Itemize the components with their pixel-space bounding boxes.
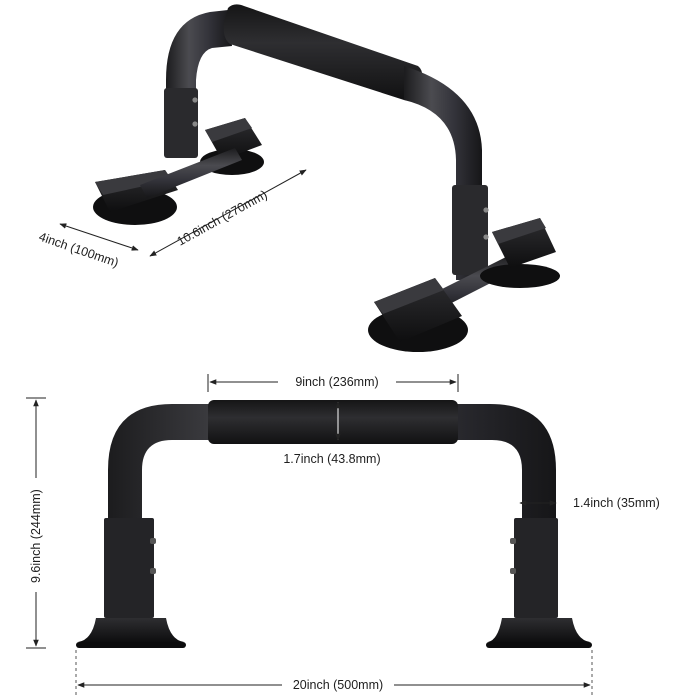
base-width-label: 20inch (500mm) (293, 678, 383, 692)
length-dimension-line (149, 169, 307, 257)
length-label: 10.6inch (270mm) (175, 188, 270, 249)
front-right-foot (480, 218, 560, 288)
grip-diameter-label: 1.7inch (43.8mm) (283, 452, 380, 466)
front-left-foot (368, 278, 468, 352)
right-base (488, 618, 590, 642)
depth-label: 4inch (100mm) (37, 230, 120, 270)
grip-length-label: 9inch (236mm) (295, 375, 378, 389)
height-label: 9.6inch (244mm) (29, 489, 43, 583)
back-sleeve (164, 88, 198, 158)
push-up-bar-3d-view (93, 4, 560, 352)
front-sleeve (452, 185, 488, 275)
front-view-arch (108, 404, 556, 622)
foam-grip (208, 400, 458, 444)
left-sleeve (104, 518, 154, 618)
left-base (78, 618, 184, 642)
foam-grip-3d (223, 4, 423, 101)
tube-diameter-label: 1.4inch (35mm) (573, 496, 660, 510)
push-up-bar-front-view (76, 400, 592, 648)
depth-dimension-line (59, 223, 139, 251)
right-sleeve (514, 518, 558, 618)
